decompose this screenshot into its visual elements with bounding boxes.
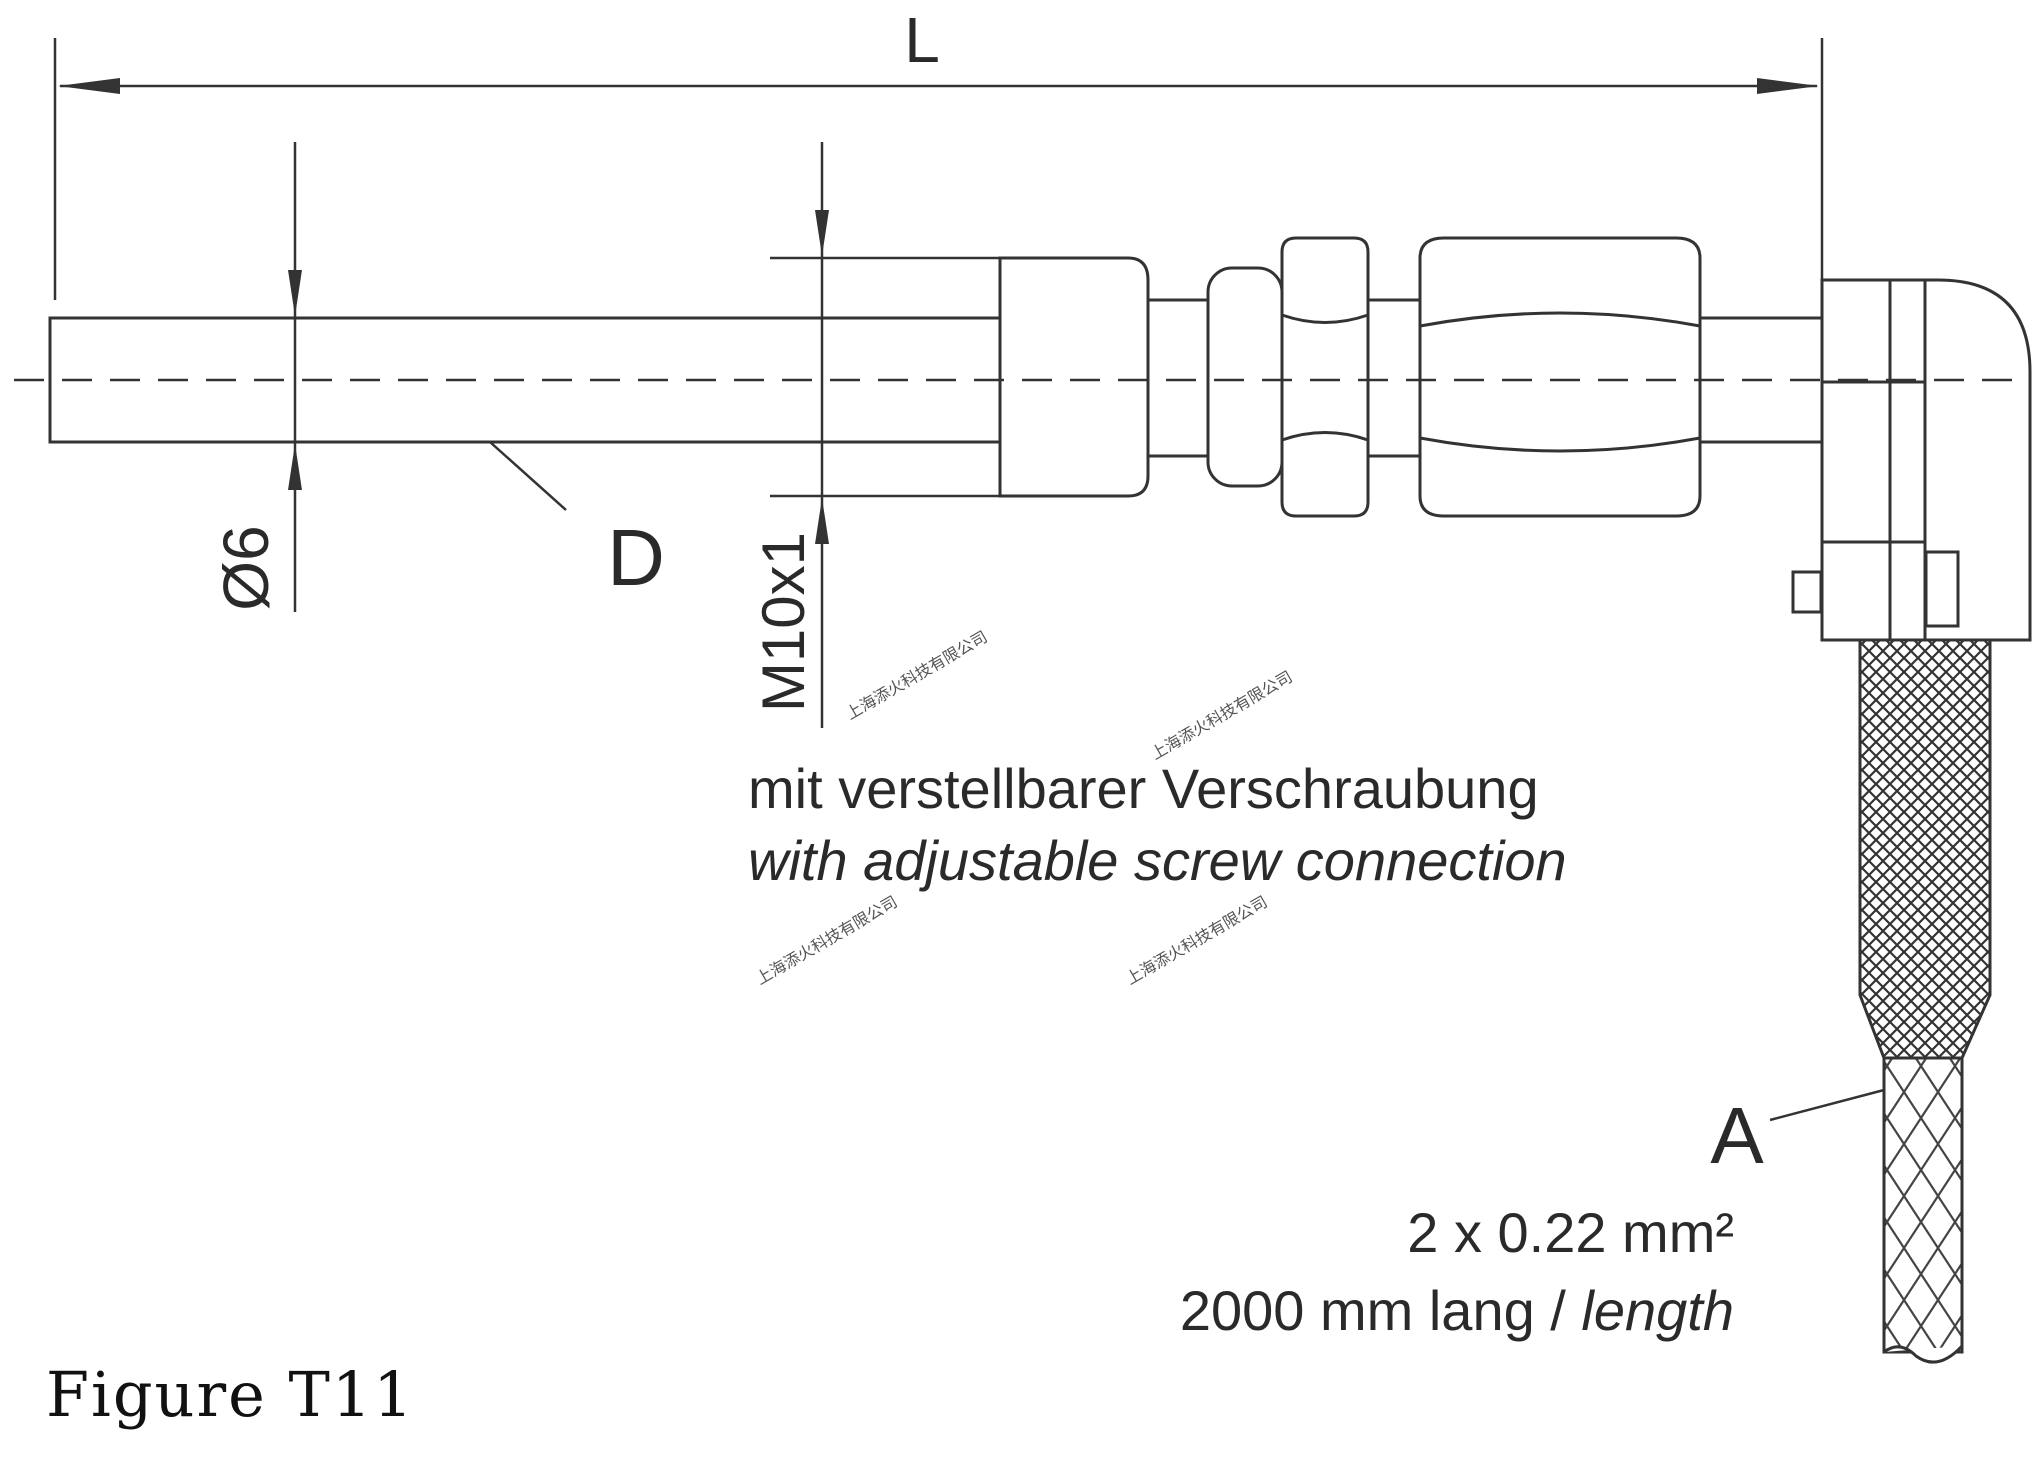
cable-section-spec: 2 x 0.22 mm² [1407,1201,1734,1264]
watermark-4: 上海添火科技有限公司 [1123,893,1271,989]
compression-fitting [998,236,1824,518]
probe-label: D [607,513,665,602]
length-label: L [904,4,940,76]
cable-length-suffix: length [1581,1279,1734,1342]
angle-connector [1791,278,2032,642]
thread-dimension [770,142,1000,728]
cable-length-spec: 2000 mm lang / length [1180,1279,1734,1342]
cable-label: A [1710,1091,1764,1180]
figure-caption: Figure T11 [46,1358,415,1431]
probe-leader-line [489,441,567,511]
watermark-1: 上海添火科技有限公司 [843,628,991,724]
watermark-2: 上海添火科技有限公司 [1148,668,1296,764]
diameter-dimension [288,142,302,612]
fitting-note-german: mit verstellbarer Verschraubung [748,757,1539,820]
thread-label: M10x1 [750,532,817,712]
diameter-label: Ø6 [210,525,282,610]
cable-length-prefix: 2000 mm lang / [1180,1279,1582,1342]
cable-leader-line [1769,1088,1885,1122]
length-dimension [53,38,1824,300]
fitting-note-english: with adjustable screw connection [748,829,1567,892]
watermark-3: 上海添火科技有限公司 [753,893,901,989]
cable [1858,638,1992,1364]
